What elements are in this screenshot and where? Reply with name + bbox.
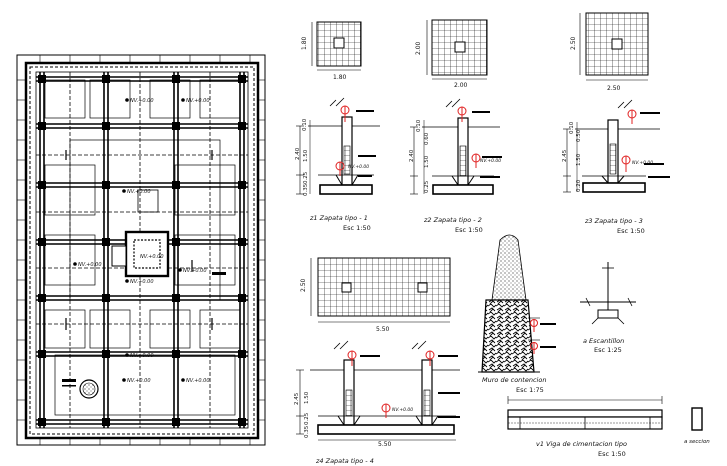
plan-level-tag: NV.+0.00 <box>127 189 151 195</box>
z2-title: z2 Zapata tipo - 2 <box>423 216 482 224</box>
beam-title: v1 Viga de cimentacion tipo <box>536 440 627 448</box>
z3-h2: 2.45 <box>562 149 568 162</box>
wall-title: Muro de contencion <box>482 376 546 384</box>
plan-level-tag: NV.+0.00 <box>78 262 102 268</box>
escantillon-scale: Esc 1:25 <box>594 346 622 354</box>
z3-level-tag: NV.+0.00 <box>632 160 653 166</box>
z4-h2: 0.25 <box>304 412 310 425</box>
z1-scale: Esc 1:50 <box>343 224 371 232</box>
z4-h3: 0.35 <box>304 425 310 438</box>
z2-h0: 0.10 <box>416 119 422 132</box>
z4-title: z4 Zapata tipo - 4 <box>315 457 374 465</box>
z1-h2: 1.50 <box>303 149 309 162</box>
z4-plan-width: 5.50 <box>376 326 390 333</box>
plan-level-tag: NV.+0.00 <box>130 98 154 104</box>
z2-scale: Esc 1:50 <box>455 226 483 234</box>
z2-h3: 1.50 <box>424 155 430 168</box>
z1-plan-width: 1.80 <box>333 74 347 81</box>
wall-scale: Esc 1:75 <box>516 386 544 394</box>
z3-plan-width: 2.50 <box>607 85 621 92</box>
z1-h4: 0.35 <box>303 183 309 196</box>
z2-h2: 2.40 <box>409 149 415 162</box>
escantillon-detail: a Escantillon Esc 1:25 <box>580 262 636 354</box>
z3-h4: 0.20 <box>576 179 582 192</box>
plan-level-tag: NV.+0.00 <box>183 268 207 274</box>
z2-plan-width: 2.00 <box>454 82 468 89</box>
z2-h1: 0.60 <box>424 132 430 145</box>
foundation-beam-detail: v1 Viga de cimentacion tipo Esc 1:50 <box>507 396 663 458</box>
z4-level-tag: NV.+0.00 <box>392 407 413 413</box>
plan-level-tag: NV.+0.00 <box>186 378 210 384</box>
plan-level-tag: NV.+0.00 <box>130 353 154 359</box>
footing-z4: 5.50 2.50 <box>294 257 460 465</box>
z1-title: z1 Zapata tipo - 1 <box>309 214 368 222</box>
z1-h1: 2.40 <box>295 147 301 160</box>
section-detail: a seccion <box>684 407 710 445</box>
z4-section-width: 5.50 <box>378 441 392 448</box>
section-title: a seccion <box>684 439 710 445</box>
z2-level-tag: NV.+0.00 <box>480 158 501 164</box>
plan-level-tag: NV.+0.00 <box>130 279 154 285</box>
escantillon-title: a Escantillon <box>583 337 624 345</box>
z3-title: z3 Zapata tipo - 3 <box>584 217 643 225</box>
z3-plan-depth: 2.50 <box>570 36 577 50</box>
z4-h0: 2.45 <box>294 392 300 405</box>
footing-z3: 2.50 2.50 NV.+0.00 0.10 <box>562 12 670 235</box>
footing-z1: 1.80 1.80 NV.+0.00 0. <box>295 21 380 232</box>
z2-h4: 0.25 <box>424 180 430 193</box>
z3-h1: 0.50 <box>576 129 582 142</box>
z3-h3: 1.50 <box>576 153 582 166</box>
plan-level-tag: NV.+0.00 <box>140 254 164 260</box>
foundation-plan: NV.+0.00 NV.+0.00 NV.+0.00 NV.+0.00 NV.+… <box>16 54 266 446</box>
z1-plan-depth: 1.80 <box>301 36 308 50</box>
footing-z2: 2.00 2.00 NV.+0.00 0.10 <box>409 19 502 234</box>
z3-scale: Esc 1:50 <box>617 227 645 235</box>
z4-plan-depth: 2.50 <box>300 278 307 292</box>
z2-plan-depth: 2.00 <box>415 41 422 55</box>
z1-h3: 0.25 <box>303 171 309 184</box>
beam-scale: Esc 1:50 <box>598 450 626 458</box>
plan-level-tag: NV.+0.00 <box>186 98 210 104</box>
z1-h0: 0.10 <box>302 118 308 131</box>
z3-h0: 0.10 <box>569 121 575 134</box>
z4-h1: 1.50 <box>304 391 310 404</box>
z1-level-tag: NV.+0.00 <box>348 164 369 170</box>
plan-level-tag: NV.+0.00 <box>127 378 151 384</box>
retaining-wall-detail: Muro de contencion Esc 1:75 <box>478 234 556 394</box>
